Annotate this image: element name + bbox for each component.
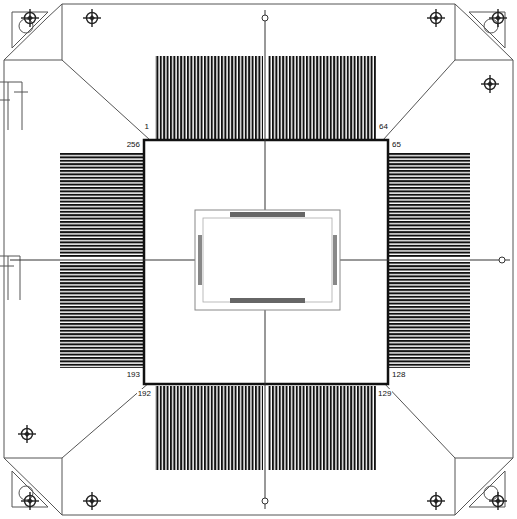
pin-number: 256 bbox=[126, 140, 141, 149]
die bbox=[195, 210, 340, 310]
alignment-marks bbox=[18, 9, 507, 510]
die-pad bbox=[144, 140, 388, 384]
pin-number: 1 bbox=[144, 122, 150, 131]
pin-number: 193 bbox=[126, 370, 141, 379]
pin-number: 129 bbox=[377, 389, 392, 398]
pin-number: 65 bbox=[391, 140, 402, 149]
frame-outline bbox=[0, 4, 513, 515]
center-lines bbox=[10, 10, 510, 509]
pin-number: 192 bbox=[137, 389, 152, 398]
pin-number: 64 bbox=[378, 122, 389, 131]
pin-number: 128 bbox=[391, 370, 406, 379]
